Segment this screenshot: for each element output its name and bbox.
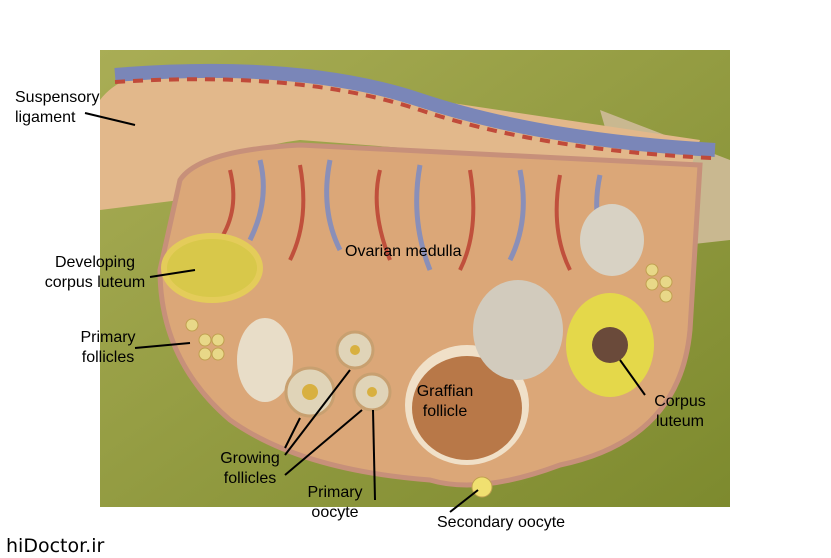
developing-corpus-luteum [161,233,263,303]
corpus-albicans-large [473,280,563,380]
corpus-albicans [237,318,293,402]
watermark: hiDoctor.ir [6,535,105,557]
graffian-follicle [412,356,522,460]
label-ovarian-medulla: Ovarian medulla [345,243,462,260]
secondary-oocyte [471,476,493,498]
label-secondary-oocyte: Secondary oocyte [437,514,566,531]
suspensory-ligament [100,68,700,210]
